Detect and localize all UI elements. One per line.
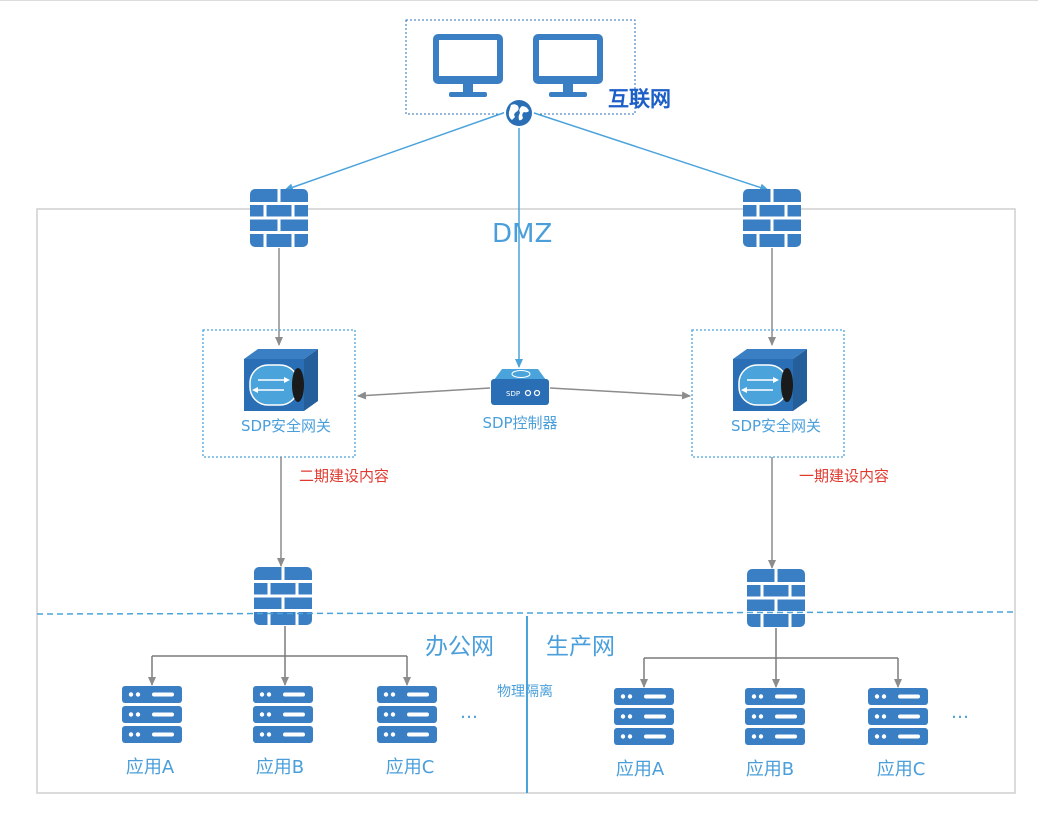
office-app-label: 应用C bbox=[386, 757, 435, 778]
server-icon bbox=[868, 688, 928, 745]
sdp-controller-icon: SDP bbox=[491, 369, 549, 405]
zone-office-label: 办公网 bbox=[425, 634, 494, 660]
firewall-icon bbox=[248, 187, 310, 249]
phase-left-label: 二期建设内容 bbox=[299, 467, 389, 485]
office-app-label: 应用A bbox=[126, 757, 175, 778]
office-app-label: 应用B bbox=[256, 757, 304, 778]
phase-right-label: 一期建设内容 bbox=[799, 467, 889, 485]
link-internet-to-firewall-right bbox=[530, 111, 769, 192]
firewall-icon bbox=[252, 565, 314, 627]
gateway-left-label: SDP安全网关 bbox=[241, 417, 331, 435]
isolation-label: 物理隔离 bbox=[497, 683, 553, 700]
production-app-label: 应用C bbox=[877, 759, 926, 780]
office-distribution-lines bbox=[152, 626, 407, 657]
firewall-icon bbox=[741, 187, 803, 249]
gateway-left-border bbox=[202, 329, 356, 458]
gateway-right-label: SDP安全网关 bbox=[731, 417, 821, 435]
production-more-ellipsis: … bbox=[951, 702, 969, 723]
link-controller-to-gateway-left bbox=[357, 387, 491, 400]
server-icon bbox=[614, 688, 674, 745]
production-app-label: 应用B bbox=[746, 759, 794, 780]
server-icon bbox=[745, 688, 805, 745]
sdp-gateway-icon bbox=[732, 348, 808, 412]
gateway-right-border bbox=[691, 329, 845, 458]
controller-label: SDP控制器 bbox=[482, 414, 557, 432]
dmz-label: DMZ bbox=[492, 219, 552, 249]
server-icon bbox=[377, 686, 437, 743]
zone-production-label: 生产网 bbox=[546, 634, 615, 660]
office-more-ellipsis: … bbox=[460, 702, 478, 723]
server-icon bbox=[122, 686, 182, 743]
production-distribution-lines bbox=[644, 628, 898, 659]
monitor-icon bbox=[433, 34, 503, 97]
internet-label: 互联网 bbox=[608, 87, 671, 111]
sdp-gateway-icon bbox=[243, 348, 319, 412]
monitor-icon bbox=[533, 34, 603, 97]
zone-separator-horizontal bbox=[36, 611, 1016, 615]
firewall-icon bbox=[745, 567, 807, 629]
link-controller-to-gateway-right bbox=[549, 387, 691, 400]
link-internet-to-firewall-left bbox=[284, 111, 507, 192]
controller-badge: SDP bbox=[506, 390, 520, 398]
globe-icon bbox=[504, 98, 534, 128]
server-icon bbox=[253, 686, 313, 743]
production-app-label: 应用A bbox=[616, 759, 665, 780]
